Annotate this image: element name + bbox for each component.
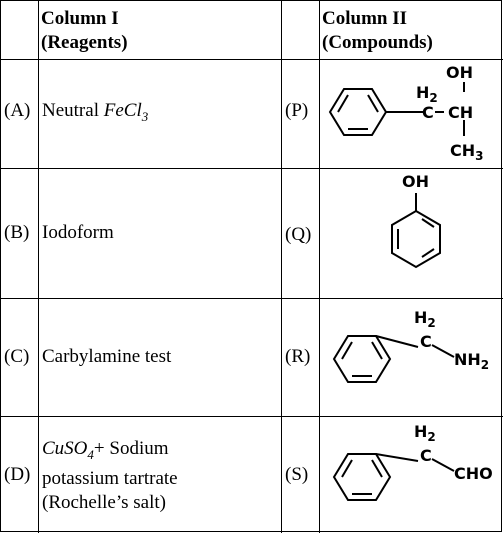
h-subscript: 2 — [429, 91, 437, 105]
header-line: Column I — [41, 8, 119, 29]
row-label-a: (A) — [4, 100, 31, 121]
nh2-label: NH2 — [454, 350, 489, 372]
divider — [1, 298, 503, 299]
structure-p: OH H2 C CH CH3 — [328, 63, 484, 163]
reagent-d: CuSO4+ Sodium potassium tartrate (Rochel… — [42, 437, 178, 515]
carbon-label: C — [420, 446, 432, 465]
divider — [38, 1, 39, 533]
ch3-label: CH3 — [450, 141, 484, 163]
divider — [281, 1, 282, 533]
ch3-subscript: 3 — [475, 149, 483, 163]
h2-label: H2 — [416, 83, 438, 105]
header-line: Column II — [322, 8, 407, 29]
column-ii-header: Column II (Compounds) — [322, 7, 433, 55]
reagent-formula: FeCl — [103, 100, 142, 121]
reagent-a: Neutral FeCl3 — [42, 99, 148, 129]
reagent-line: CuSO4+ Sodium — [42, 437, 178, 467]
benzene-ring — [332, 335, 455, 383]
row-label-d: (D) — [4, 464, 31, 485]
carbon-label: C — [420, 332, 432, 351]
row-label-b: (B) — [4, 222, 30, 243]
divider — [319, 1, 320, 533]
structure-s: H2 C CHO — [332, 422, 493, 501]
row-label-p: (P) — [285, 100, 309, 121]
divider — [1, 416, 503, 417]
benzene-ring — [328, 82, 465, 136]
structure-q: OH — [391, 172, 441, 269]
nh-text: NH — [454, 350, 481, 369]
h2-label: H2 — [414, 308, 436, 330]
header-line: (Reagents) — [41, 32, 128, 53]
reagent-c: Carbylamine test — [42, 346, 172, 367]
reagent-formula: CuSO — [42, 438, 88, 459]
benzene-ring — [332, 453, 455, 501]
reagent-line: (Rochelle’s salt) — [42, 491, 166, 513]
oh-label: OH — [446, 63, 473, 82]
divider — [1, 59, 503, 60]
reagent-text: Neutral — [42, 100, 104, 121]
row-label-c: (C) — [4, 346, 30, 367]
reagent-b: Iodoform — [42, 222, 114, 243]
h-subscript: 2 — [427, 430, 435, 444]
h-text: H — [416, 83, 429, 102]
ch-text: CH — [450, 141, 475, 160]
row-label-s: (S) — [285, 464, 309, 485]
h-subscript: 2 — [427, 316, 435, 330]
column-i-header: Column I (Reagents) — [41, 7, 128, 55]
reagent-text: + Sodium — [93, 438, 169, 459]
h-text: H — [414, 422, 427, 441]
reagent-line: potassium tartrate — [42, 467, 178, 489]
carbon-label: C — [422, 103, 434, 122]
row-label-r: (R) — [285, 346, 311, 367]
row-label-q: (Q) — [285, 224, 312, 245]
reagent-subscript: 3 — [141, 108, 149, 124]
ch-label: CH — [448, 103, 473, 122]
divider — [1, 168, 503, 169]
structure-r: H2 C NH2 — [332, 308, 489, 383]
nh2-subscript: 2 — [481, 358, 489, 372]
oh-label: OH — [402, 172, 429, 191]
h2-label: H2 — [414, 422, 436, 444]
header-line: (Compounds) — [322, 32, 433, 53]
reagent-subscript: 4 — [87, 446, 94, 462]
benzene-ring — [391, 193, 441, 269]
cho-label: CHO — [454, 464, 493, 483]
h-text: H — [414, 308, 427, 327]
